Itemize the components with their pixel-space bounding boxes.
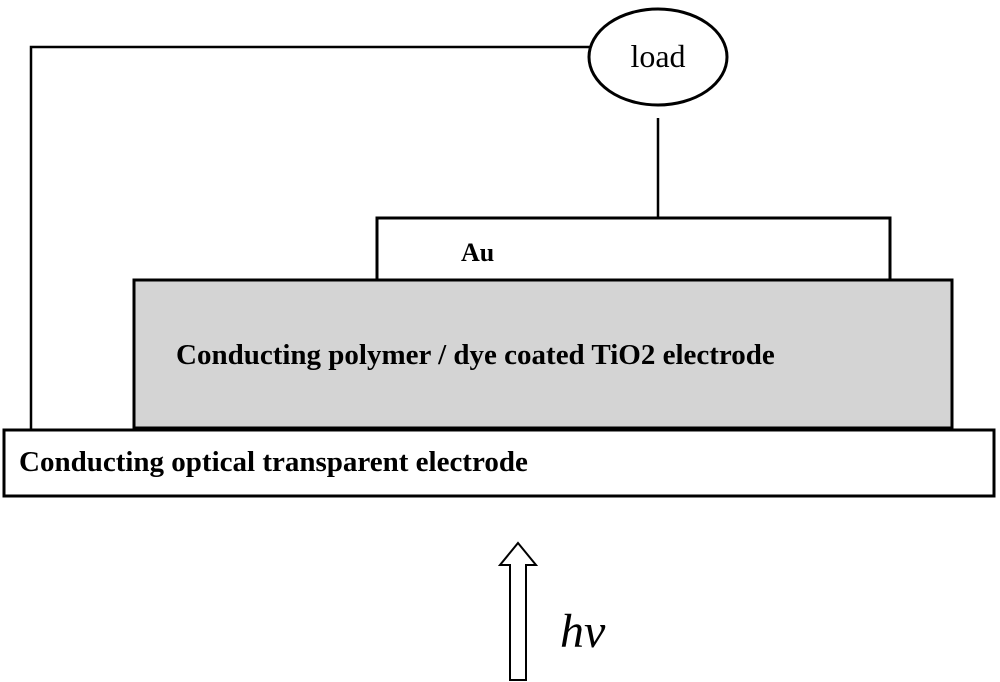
transparent-electrode-label: Conducting optical transparent electrode xyxy=(19,446,528,478)
au-layer xyxy=(375,216,892,282)
light-label: hv xyxy=(560,605,606,658)
au-label: Au xyxy=(461,238,494,267)
load-ellipse xyxy=(587,7,729,107)
tio2-electrode-layer xyxy=(132,278,954,430)
circuit-wire-left xyxy=(29,45,590,430)
transparent-electrode-layer xyxy=(2,428,996,498)
load-label: load xyxy=(630,38,685,74)
light-arrow-icon xyxy=(497,541,539,681)
tio2-electrode-label: Conducting polymer / dye coated TiO2 ele… xyxy=(176,339,775,371)
